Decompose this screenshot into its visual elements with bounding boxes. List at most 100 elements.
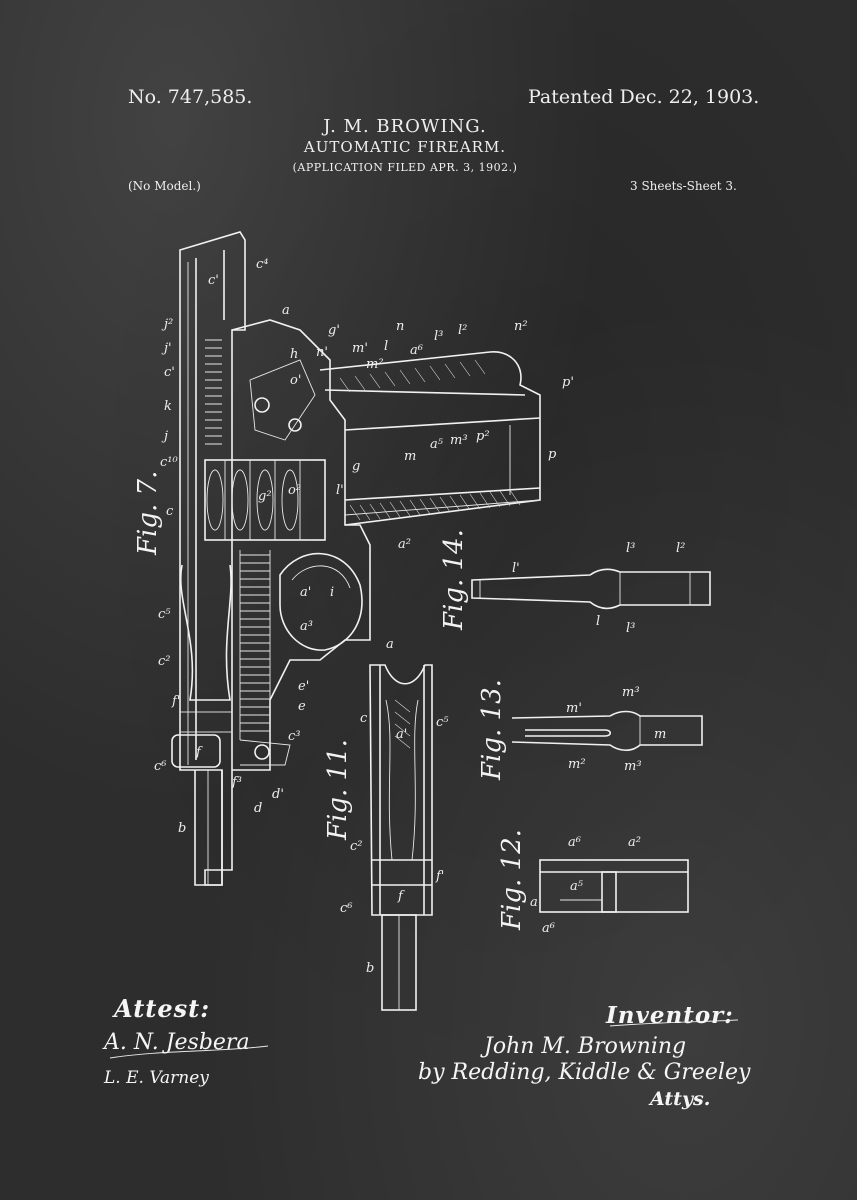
ref-e: e <box>298 699 306 714</box>
ref-a: a <box>282 303 290 318</box>
fig13-ref-m3b: m³ <box>624 759 642 774</box>
ref-o1: o' <box>290 373 301 388</box>
ref-p1: p' <box>562 375 574 390</box>
ref-c4: c⁴ <box>256 257 269 272</box>
ref-e1: e' <box>298 679 309 694</box>
ref-g1: g' <box>328 323 340 338</box>
fig11-ref-b: b <box>366 961 374 976</box>
figure-11-references: a c c⁵ a' c² f' c⁶ f b <box>340 637 449 976</box>
fig13-ref-m: m <box>654 727 666 742</box>
ref-o2: o² <box>288 483 301 498</box>
fig12-ref-a6b: a⁶ <box>542 921 555 936</box>
figure-12-references: a⁶ a² a⁵ a a⁶ <box>530 835 641 936</box>
ref-c1: c' <box>208 273 219 288</box>
ref-l1: l' <box>336 483 344 498</box>
figure-14-references: l' l³ l² l l³ <box>512 541 685 636</box>
ref-a6: a⁶ <box>410 343 423 358</box>
ref-j1: j' <box>161 341 172 356</box>
fig12-ref-a5: a⁵ <box>570 879 584 894</box>
fig11-ref-c: c <box>360 711 368 726</box>
attest-label: Attest: <box>114 994 211 1023</box>
inventor-signature: John M. Browning <box>484 1034 687 1059</box>
attorney-suffix: Attys. <box>650 1088 711 1110</box>
ref-p2: p² <box>476 429 490 444</box>
figure-12-label: Fig. 12. <box>497 829 527 931</box>
fig14-ref-l1: l' <box>512 561 520 576</box>
ref-g2: g² <box>258 489 272 504</box>
signature-flourishes <box>109 1019 739 1059</box>
ref-c3: c³ <box>288 729 301 744</box>
sheet-count: 3 Sheets-Sheet 3. <box>630 179 737 193</box>
fig11-ref-b1: a' <box>396 727 407 742</box>
ref-m3: m³ <box>450 433 468 448</box>
figure-13-label: Fig. 13. <box>477 679 507 781</box>
ref-l: l <box>384 339 388 354</box>
figure-13-references: m' m³ m m² m³ <box>566 685 666 774</box>
ref-m1: m' <box>352 341 368 356</box>
ref-c: c <box>166 504 174 519</box>
model-note: (No Model.) <box>128 179 201 193</box>
witness-signature-2: L. E. Varney <box>104 1068 209 1088</box>
fig13-ref-m1: m' <box>566 701 582 716</box>
fig13-ref-m2: m² <box>568 757 586 772</box>
ref-n1: n' <box>316 345 328 360</box>
ref-m2: m² <box>366 357 384 372</box>
fig11-ref-f: f <box>397 889 405 904</box>
patent-number: No. 747,585. <box>128 86 253 108</box>
ref-n2: n² <box>514 319 528 334</box>
ref-d1: d' <box>272 787 284 802</box>
figure-11-label: Fig. 11. <box>323 739 353 841</box>
ref-h: h <box>290 347 298 362</box>
fig14-ref-l3b: l³ <box>626 621 635 636</box>
ref-f: f <box>195 745 203 760</box>
fig11-ref-a: a <box>386 637 394 652</box>
figure-7-drawing <box>171 231 541 886</box>
ref-a5: a⁵ <box>430 437 444 452</box>
ref-l3: l³ <box>434 329 443 344</box>
fig13-ref-m3: m³ <box>622 685 640 700</box>
fig12-ref-a: a <box>530 895 538 910</box>
application-line: (APPLICATION FILED APR. 3, 1902.) <box>292 161 518 174</box>
ref-l2: l² <box>458 323 467 338</box>
inventor-heading: J. M. BROWING. <box>323 116 487 137</box>
inventor-label: Inventor: <box>606 1002 734 1029</box>
figure-7-label: Fig. 7. <box>133 471 163 556</box>
ref-d: d <box>254 801 262 816</box>
fig12-ref-a6: a⁶ <box>568 835 581 850</box>
figure-11-drawing <box>369 664 433 1011</box>
ref-n: n <box>396 319 404 334</box>
ref-i: i <box>330 585 334 600</box>
ref-a1: a' <box>300 585 311 600</box>
ref-a2: a² <box>398 537 411 552</box>
ref-g: g <box>352 459 360 474</box>
fig11-ref-c5: c⁵ <box>436 715 449 730</box>
ref-c2: c² <box>158 654 171 669</box>
fig14-ref-l: l <box>596 614 600 629</box>
ref-c6: c⁶ <box>154 759 167 774</box>
attorney-signature: by Redding, Kiddle & Greeley <box>418 1060 751 1085</box>
ref-c1b: c' <box>164 365 175 380</box>
patent-date: Patented Dec. 22, 1903. <box>528 86 760 108</box>
ref-a3: a³ <box>300 619 313 634</box>
ref-f1: f' <box>171 694 180 709</box>
figure-14-label: Fig. 14. <box>439 529 469 631</box>
ref-c5: c⁵ <box>158 607 171 622</box>
ref-j: j <box>161 429 168 444</box>
ref-f3: f³ <box>231 775 242 790</box>
figure-7-references: c⁴ c' j² j' c' k j c¹⁰ c c⁵ c² f' c⁶ f b… <box>154 257 574 836</box>
fig14-ref-l2: l² <box>676 541 685 556</box>
figure-14-drawing <box>471 568 711 610</box>
fig14-ref-l3: l³ <box>626 541 635 556</box>
ref-c10: c¹⁰ <box>160 455 178 470</box>
invention-title: AUTOMATIC FIREARM. <box>303 138 507 156</box>
fig11-ref-c2: c² <box>350 839 363 854</box>
figure-12-drawing <box>539 859 689 913</box>
ref-m: m <box>404 449 416 464</box>
ref-p: p <box>548 447 557 462</box>
ref-b: b <box>178 821 186 836</box>
fig11-ref-f1: f' <box>435 869 444 884</box>
fig11-ref-c6: c⁶ <box>340 901 353 916</box>
ref-k: k <box>164 399 172 414</box>
